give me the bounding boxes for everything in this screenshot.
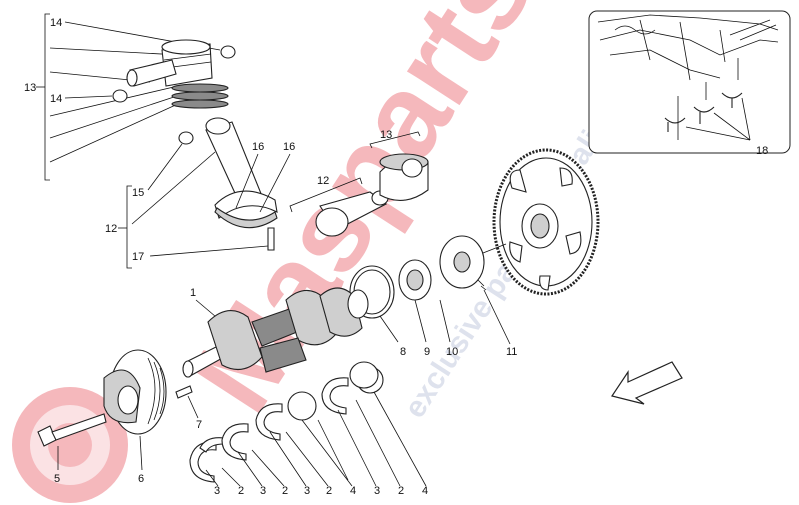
- circlip-icon: [220, 45, 236, 59]
- label-17: 17: [132, 251, 144, 263]
- label-14b: 14: [50, 93, 62, 105]
- inset-panel: 18: [588, 10, 791, 157]
- label-6: 6: [138, 473, 144, 485]
- label-b3: 3: [260, 485, 266, 497]
- front-pulley: 5 6 7: [37, 349, 202, 485]
- label-18: 18: [756, 145, 768, 157]
- bolt-icon: [267, 227, 275, 251]
- piston-ring-icon: [171, 91, 229, 101]
- label-b10: 4: [422, 485, 428, 497]
- label-13b: 13: [380, 129, 392, 141]
- piston-ring-icon: [171, 99, 229, 109]
- label-16a: 16: [252, 141, 264, 153]
- label-b4: 2: [282, 485, 288, 497]
- label-7: 7: [196, 419, 202, 431]
- label-16b: 16: [283, 141, 295, 153]
- label-12b: 12: [317, 175, 329, 187]
- conrod-group: 15 12 17 16 16: [105, 117, 295, 269]
- label-b8: 3: [374, 485, 380, 497]
- bushing-icon: [178, 131, 194, 145]
- label-b5: 3: [304, 485, 310, 497]
- label-10: 10: [446, 346, 458, 358]
- flywheel: [459, 148, 600, 296]
- bearing-shells: 3 2 3 2 3 2 4 3 2 4: [189, 361, 428, 497]
- label-8: 8: [400, 346, 406, 358]
- label-1: 1: [190, 287, 196, 299]
- direction-arrow-icon: [611, 361, 683, 405]
- label-9: 9: [424, 346, 430, 358]
- label-5: 5: [54, 473, 60, 485]
- bearing-shell-icon: [255, 403, 283, 441]
- piston-ring-icon: [171, 83, 229, 93]
- label-12a: 12: [105, 223, 117, 235]
- label-b9: 2: [398, 485, 404, 497]
- piston-group: 13 14 14: [24, 13, 236, 181]
- label-b2: 2: [238, 485, 244, 497]
- conrod-piston-assembly: 12 13: [289, 129, 429, 237]
- crankshaft: 1: [182, 287, 369, 378]
- key-icon: [175, 385, 193, 399]
- label-b1: 3: [214, 485, 220, 497]
- bearing-shell-icon: [221, 423, 249, 461]
- label-14a: 14: [50, 17, 62, 29]
- thrust-washer-icon: [287, 391, 317, 421]
- label-b7: 4: [350, 485, 356, 497]
- label-11: 11: [506, 346, 517, 358]
- label-13a: 13: [24, 82, 36, 94]
- label-b6: 2: [326, 485, 332, 497]
- bearing-shell-icon: [321, 377, 349, 415]
- circlip-icon: [112, 89, 128, 103]
- label-15: 15: [132, 187, 144, 199]
